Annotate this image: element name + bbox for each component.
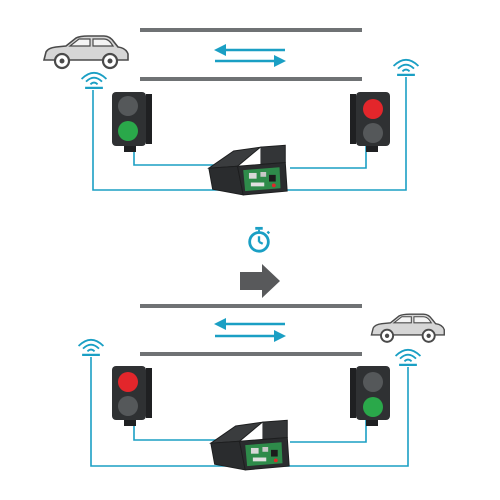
wire-light-left (133, 420, 220, 441)
wire-light-right (290, 418, 367, 443)
car-icon (42, 34, 130, 70)
wire-light-right (290, 145, 367, 169)
green-lamp (118, 121, 138, 141)
wireless-sensor-icon (77, 338, 105, 357)
green-lamp (363, 397, 383, 417)
red-lamp (118, 372, 138, 392)
right-arrow-icon (240, 264, 280, 298)
wireless-sensor-icon (394, 348, 422, 367)
wireless-sensor-icon (392, 58, 420, 77)
traffic-light-icon (350, 366, 390, 426)
green-lamp (118, 396, 138, 416)
red-lamp (363, 99, 383, 119)
wireless-sensor-icon (80, 71, 108, 90)
traffic-light-icon (112, 92, 152, 152)
scene-bottom (77, 304, 446, 471)
red-lamp (363, 372, 383, 392)
two-way-arrows-icon (214, 318, 286, 342)
wire-light-left (133, 150, 220, 166)
wire-right (285, 367, 409, 467)
control-unit-icon (210, 419, 290, 471)
car-icon (370, 313, 446, 343)
traffic-light-icon (112, 366, 152, 426)
two-way-arrows-icon (214, 44, 286, 67)
traffic-light-icon (350, 92, 390, 152)
control-unit-icon (208, 144, 288, 196)
green-lamp (363, 123, 383, 143)
scene-top (42, 28, 420, 196)
wire-right (280, 77, 407, 191)
stopwatch-icon (248, 226, 271, 253)
wire-left (92, 90, 235, 191)
red-lamp (118, 96, 138, 116)
wire-left (90, 357, 228, 467)
